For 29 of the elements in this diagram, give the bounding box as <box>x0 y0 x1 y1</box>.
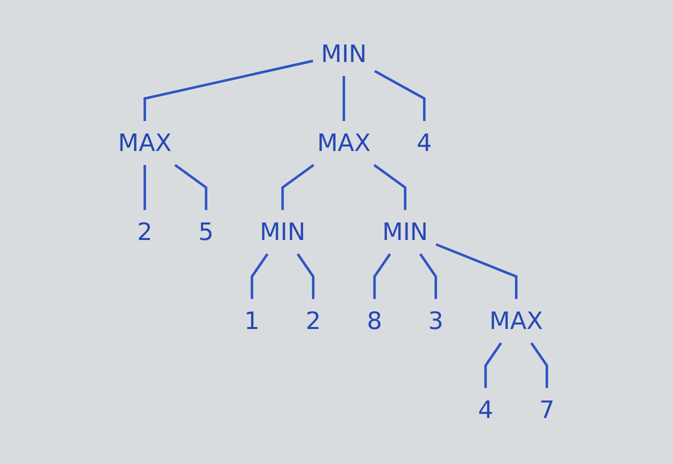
connector <box>530 342 548 388</box>
node-text: MIN <box>321 40 367 68</box>
node-text: MIN <box>382 218 428 246</box>
node-text: 8 <box>367 307 382 335</box>
connector <box>342 76 346 121</box>
node-text: 2 <box>137 218 153 246</box>
connector <box>144 165 146 210</box>
connector <box>174 164 208 210</box>
node-text: 7 <box>539 396 555 424</box>
connector <box>484 342 502 388</box>
connector <box>374 70 426 121</box>
connector <box>144 60 314 121</box>
connector <box>282 164 315 210</box>
connector <box>250 253 269 299</box>
node-text: MIN <box>260 218 306 246</box>
node-text: 2 <box>306 307 322 335</box>
node-text: MAX <box>118 129 172 157</box>
connector <box>296 253 315 299</box>
node-text: MAX <box>490 307 544 335</box>
node-text: 5 <box>198 218 214 246</box>
node-text: 1 <box>244 307 260 335</box>
node-text: 3 <box>428 307 444 335</box>
node-text: 4 <box>416 129 432 157</box>
connector <box>374 253 392 299</box>
connector <box>420 253 438 299</box>
connector <box>436 243 518 299</box>
node-text: MAX <box>317 129 371 157</box>
node-text: 4 <box>478 396 494 424</box>
connector <box>374 164 407 210</box>
